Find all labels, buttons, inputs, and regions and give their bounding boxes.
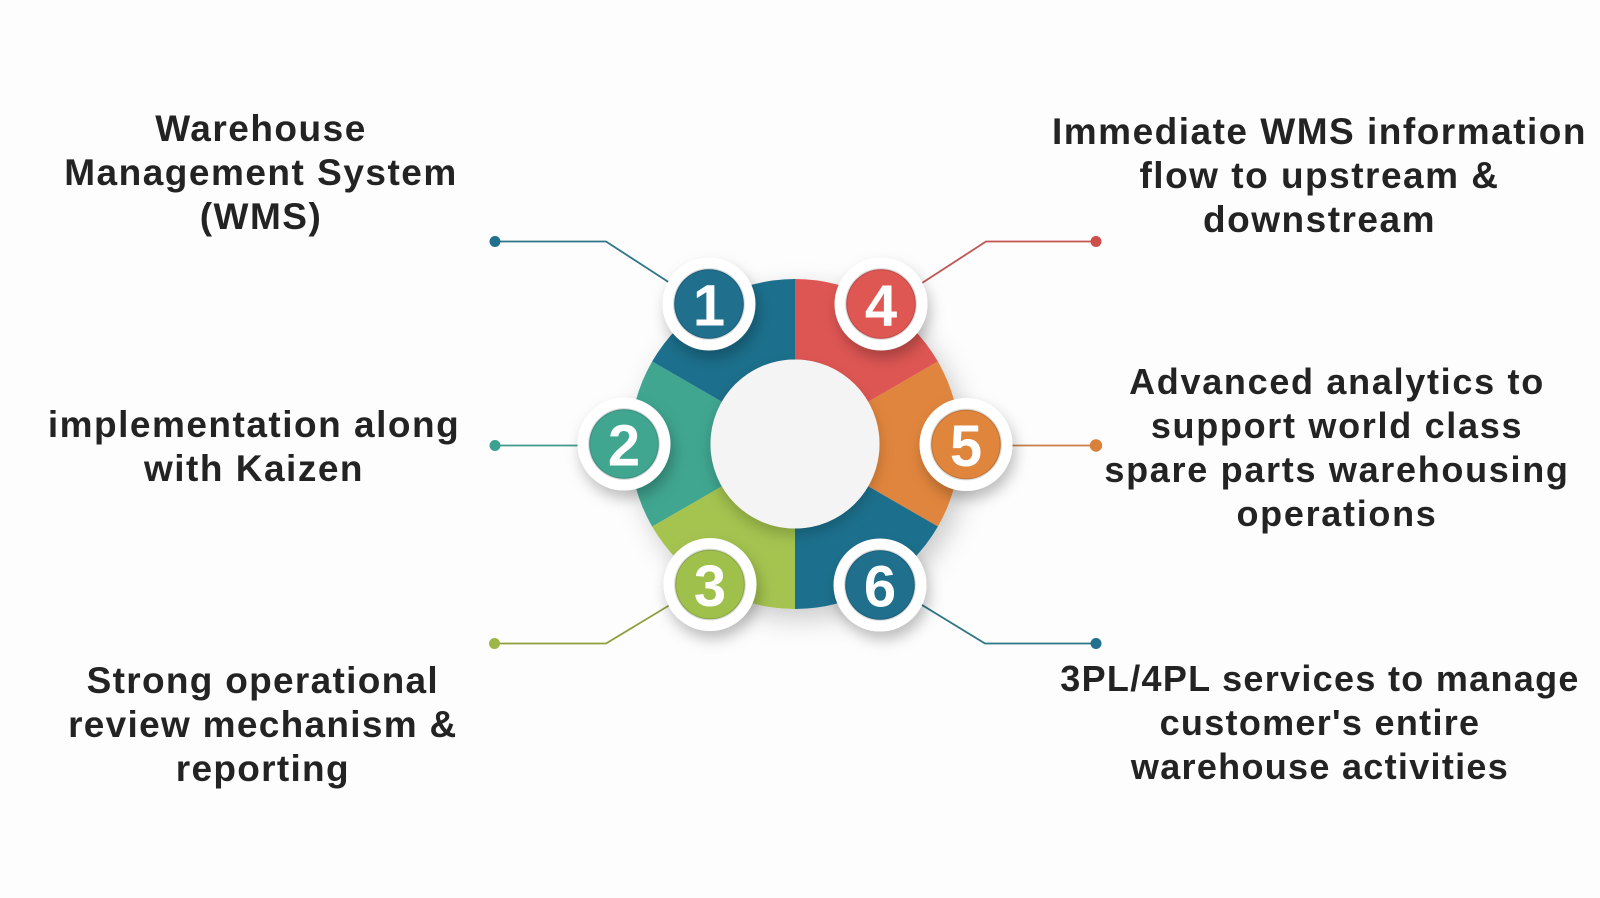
svg-text:5: 5 — [950, 414, 982, 479]
svg-text:6: 6 — [864, 554, 896, 619]
svg-text:1: 1 — [693, 273, 725, 338]
svg-text:3: 3 — [694, 554, 726, 619]
svg-text:4: 4 — [865, 273, 897, 338]
svg-text:2: 2 — [608, 413, 640, 478]
